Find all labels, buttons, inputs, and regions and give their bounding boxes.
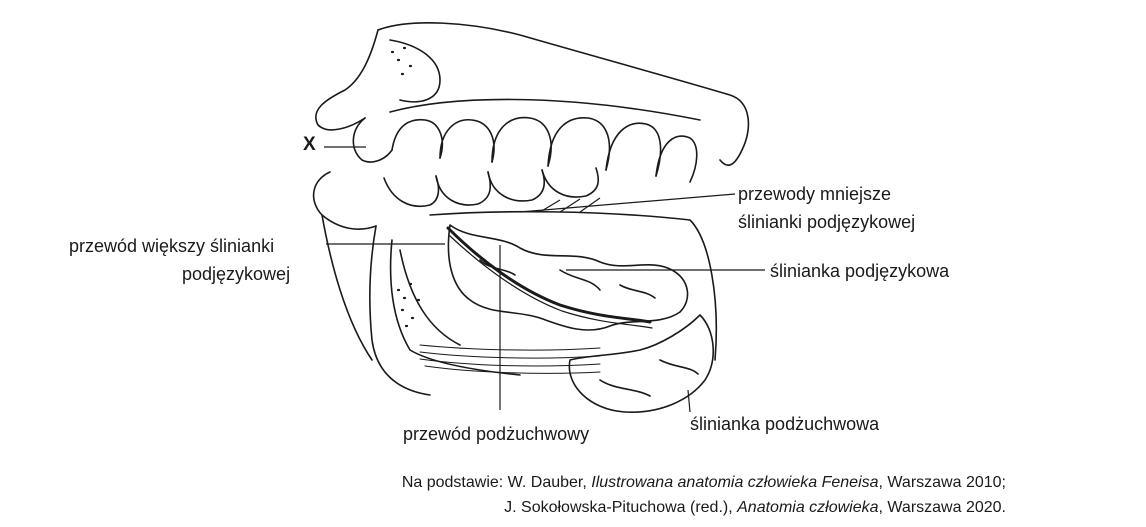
upper-teeth — [391, 116, 698, 183]
source-line-1-title: Ilustrowana anatomia człowieka Feneisa — [591, 474, 879, 491]
source-line-2-prefix: J. Sokołowska-Pituchowa (red.), — [504, 499, 738, 516]
source-line-2: J. Sokołowska-Pituchowa (red.), Anatomia… — [200, 496, 1006, 520]
bone-stipple — [390, 46, 421, 328]
source-line-1-prefix: Na podstawie: W. Dauber, — [401, 474, 592, 491]
muscle — [419, 344, 601, 374]
marker-x: X — [303, 134, 316, 155]
source-line-2-suffix: , Warszawa 2020. — [878, 499, 1006, 516]
sublingual-gland-shape — [447, 224, 689, 331]
source-line-1-suffix: , Warszawa 2010; — [878, 474, 1006, 491]
label-duct-major-2: podjęzykowej — [182, 264, 291, 284]
mouth-floor — [429, 210, 718, 361]
label-submandibular-gland: ślinianka podżuchwowa — [690, 414, 880, 434]
upper-face-outline — [377, 22, 750, 166]
submandibular-gland-shape — [568, 314, 715, 413]
label-sublingual-gland: ślinianka podjęzykowa — [770, 261, 950, 281]
mandible — [389, 239, 521, 376]
label-ducts-minor-2: ślinianki podjęzykowej — [738, 212, 916, 232]
label-ducts-minor-1: przewody mniejsze — [738, 184, 892, 204]
label-submandibular-duct: przewód podżuchwowy — [403, 424, 590, 444]
upper-lip — [352, 117, 393, 163]
label-duct-major-1: przewód większy ślinianki — [69, 236, 275, 256]
leader-submandibular-gland — [687, 389, 691, 413]
leader-ducts-minor — [519, 193, 736, 213]
lower-teeth — [383, 167, 600, 207]
submandibular-duct-path — [446, 226, 652, 324]
source-line-2-title: Anatomia człowieka — [737, 499, 879, 516]
source-line-1: Na podstawie: W. Dauber, Ilustrowana ana… — [200, 471, 1006, 495]
